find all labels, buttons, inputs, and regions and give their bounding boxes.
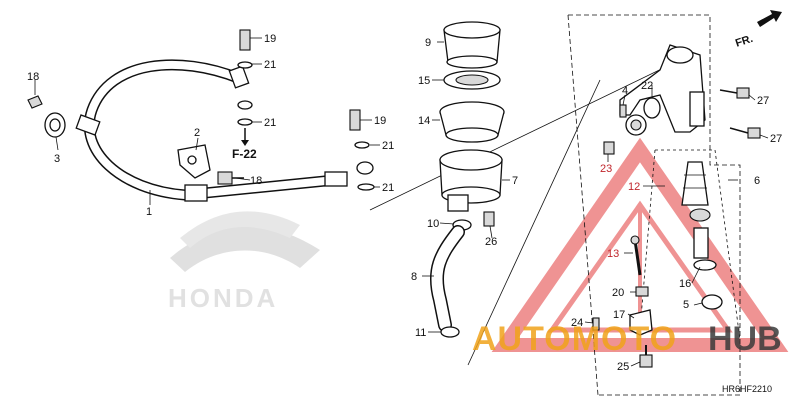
watermark-text: AUTOMOTO HUB	[472, 320, 782, 358]
front-label: FR.	[734, 33, 755, 50]
bleeder-screw	[619, 104, 627, 118]
reference-f22: F-22	[232, 147, 257, 161]
bolt-25	[639, 345, 653, 368]
callout-19-lower: 19	[374, 115, 386, 127]
callout-5: 5	[683, 299, 689, 311]
callout-3: 3	[54, 153, 60, 165]
callout-21-c: 21	[382, 140, 394, 152]
reservoir-hose	[429, 225, 465, 332]
leader-lines	[34, 37, 769, 367]
honda-logo-text: HONDA	[168, 283, 278, 313]
screw-23	[603, 141, 615, 155]
reservoir-cap	[443, 21, 501, 69]
honda-logo: HONDA	[168, 211, 320, 313]
front-direction-arrow	[757, 10, 782, 27]
banjo-bolt-upper	[237, 29, 253, 126]
callout-14: 14	[418, 115, 430, 127]
o-ring	[643, 97, 661, 119]
callout-25: 25	[617, 361, 629, 373]
callout-labels: 1 2 3 4 5 6 7 8 9 10 11 12 13 14 15 16 1…	[27, 33, 782, 373]
callout-10: 10	[427, 218, 439, 230]
assembly-frame	[567, 14, 741, 396]
callout-8: 8	[411, 271, 417, 283]
callout-6: 6	[754, 175, 760, 187]
callout-19-upper: 19	[264, 33, 276, 45]
callout-13: 13	[607, 248, 619, 260]
callout-1: 1	[146, 206, 152, 218]
callout-22: 22	[641, 80, 653, 92]
callout-16: 16	[679, 278, 691, 290]
callout-11: 11	[415, 327, 426, 339]
hose-bracket	[177, 144, 211, 179]
banjo-bolt-lower	[349, 109, 375, 191]
callout-15: 15	[418, 75, 430, 87]
callout-27-b: 27	[770, 133, 782, 145]
hose-clip-11	[440, 326, 460, 338]
nut-20	[635, 286, 649, 297]
hose-clip	[27, 95, 66, 138]
callout-18-bracket: 18	[250, 175, 262, 187]
callout-12: 12	[628, 181, 640, 193]
callout-23: 23	[600, 163, 612, 175]
master-cylinder	[619, 44, 706, 136]
mounting-bolts	[719, 87, 761, 139]
callout-9: 9	[425, 37, 431, 49]
watermark-automoto: AUTOMOTO	[472, 320, 677, 358]
callout-17: 17	[613, 309, 625, 321]
bolt-18	[217, 171, 244, 185]
callout-4: 4	[622, 85, 628, 97]
watermark-hub: HUB	[708, 320, 782, 358]
reservoir-body	[439, 149, 503, 212]
callout-26: 26	[485, 236, 497, 248]
reservoir-plate	[443, 70, 501, 90]
callout-21-b: 21	[264, 117, 276, 129]
callout-20: 20	[612, 287, 624, 299]
callout-27-a: 27	[757, 95, 769, 107]
callout-7: 7	[512, 175, 518, 187]
push-rod	[630, 235, 642, 276]
callout-21-d: 21	[382, 182, 394, 194]
diagram-code: HR6HF2210	[722, 384, 772, 394]
hose-1	[75, 59, 348, 202]
reservoir-diaphragm	[439, 101, 505, 143]
callout-18-left: 18	[27, 71, 39, 83]
callout-21-a: 21	[264, 59, 276, 71]
joint-17	[629, 309, 653, 336]
callout-24: 24	[571, 317, 583, 329]
callout-2: 2	[194, 127, 200, 139]
pin-24	[592, 317, 600, 331]
